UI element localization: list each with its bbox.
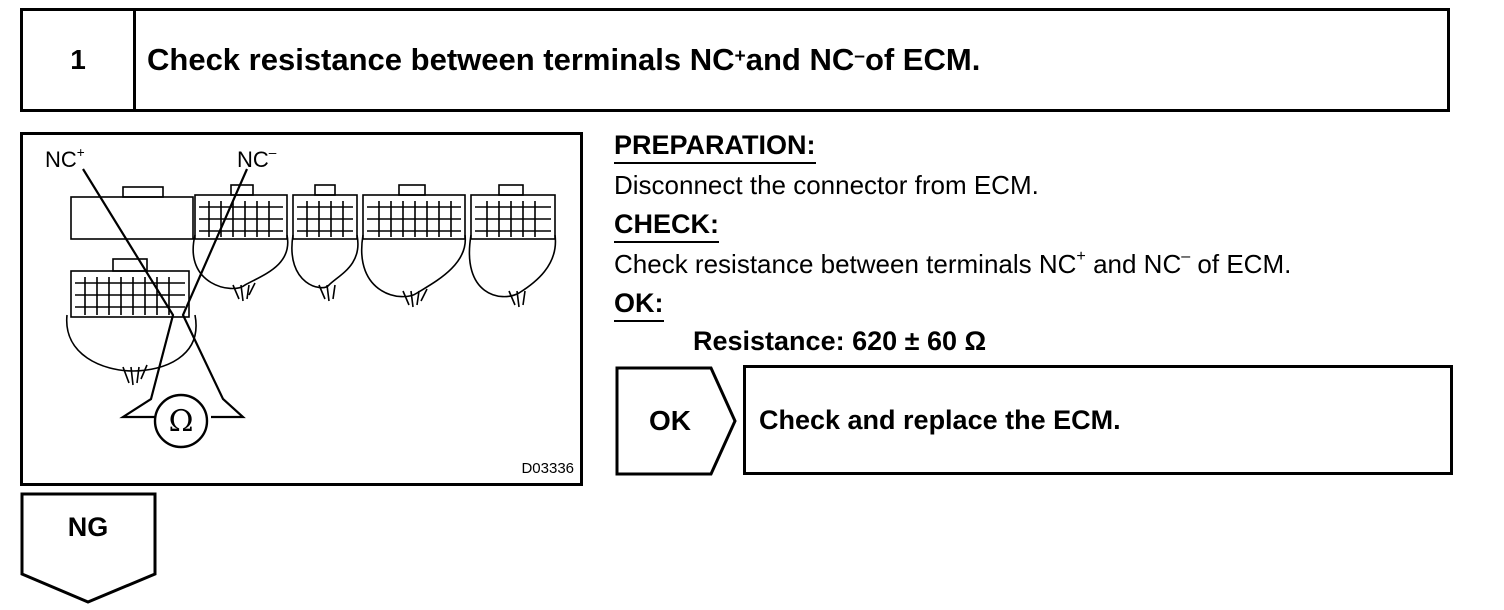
- wire-tuft-lower: [122, 364, 148, 386]
- step-number: 1: [23, 11, 136, 109]
- check-text-1: Check resistance between terminals NC: [614, 249, 1077, 279]
- preparation-text: Disconnect the connector from ECM.: [614, 170, 1039, 200]
- wire-loop-5: [468, 234, 557, 298]
- step-title: Check resistance between terminals NC+ a…: [147, 42, 981, 77]
- connector-latch-4: [398, 184, 426, 196]
- ohm-icon: Ω: [169, 404, 194, 439]
- connector-latch-2: [230, 184, 254, 196]
- connector-latch-lower: [112, 258, 148, 272]
- ok-action: Check and replace the ECM.: [743, 365, 1453, 475]
- probe-lead-positive: [82, 168, 175, 419]
- resistance-spec: Resistance: 620 ± 60 Ω: [693, 326, 987, 356]
- label-nc-plus-text: NC: [45, 147, 77, 172]
- connector-housing-lower: [70, 270, 190, 318]
- connector-latch-3: [314, 184, 336, 196]
- wire-loop-4: [360, 234, 466, 298]
- pin-grid-4: [367, 201, 461, 237]
- wire-tuft-2: [232, 282, 256, 302]
- ok-label: OK: [649, 405, 691, 436]
- connector-housing-3: [292, 194, 358, 240]
- label-nc-plus: NC+: [45, 144, 85, 173]
- check-minus: –: [1181, 246, 1191, 265]
- ecm-connector-drawing: Ω: [66, 168, 557, 449]
- connector-housing-5: [470, 194, 556, 240]
- wire-tuft-4: [402, 288, 428, 308]
- step-title-text-2: and NC: [745, 42, 855, 77]
- check-text: Check resistance between terminals NC+ a…: [614, 246, 1292, 280]
- label-nc-plus-sign: +: [76, 144, 85, 160]
- step-title-text: Check resistance between terminals NC: [147, 42, 735, 77]
- wire-loop-lower: [66, 314, 197, 372]
- connector-figure: Ω NC+ NC– D03336: [20, 132, 583, 486]
- wire-loop-3: [291, 234, 359, 289]
- check-text-2: and NC: [1085, 249, 1182, 279]
- label-nc-minus: NC–: [237, 144, 277, 173]
- check-heading: CHECK:: [614, 209, 719, 243]
- label-nc-minus-text: NC: [237, 147, 269, 172]
- step-title-text-3: of ECM.: [864, 42, 981, 77]
- pin-grid-2: [199, 201, 283, 237]
- connector-latch-1: [122, 186, 164, 198]
- pin-grid-5: [475, 201, 551, 237]
- ok-heading: OK:: [614, 288, 664, 322]
- ng-arrow-shape: [20, 492, 157, 604]
- connector-housing-1: [70, 196, 194, 240]
- pin-grid-3: [297, 201, 353, 237]
- wire-tuft-3: [318, 284, 336, 302]
- ohmmeter: [153, 393, 209, 449]
- check-text-3: of ECM.: [1190, 249, 1292, 279]
- probe-lead-negative: [181, 168, 249, 419]
- check-plus: +: [1076, 246, 1086, 265]
- connector-latch-5: [498, 184, 524, 196]
- ng-label: NG: [67, 512, 109, 542]
- wire-loop-2: [192, 234, 289, 290]
- wire-tuft-5: [508, 290, 526, 308]
- preparation-heading: PREPARATION:: [614, 130, 816, 164]
- label-nc-minus-sign: –: [268, 144, 277, 160]
- pin-grid-lower: [75, 277, 185, 315]
- step-header: 1 Check resistance between terminals NC+…: [20, 8, 1450, 112]
- figure-code: D03336: [521, 460, 574, 477]
- ok-arrow-shape: [615, 366, 737, 476]
